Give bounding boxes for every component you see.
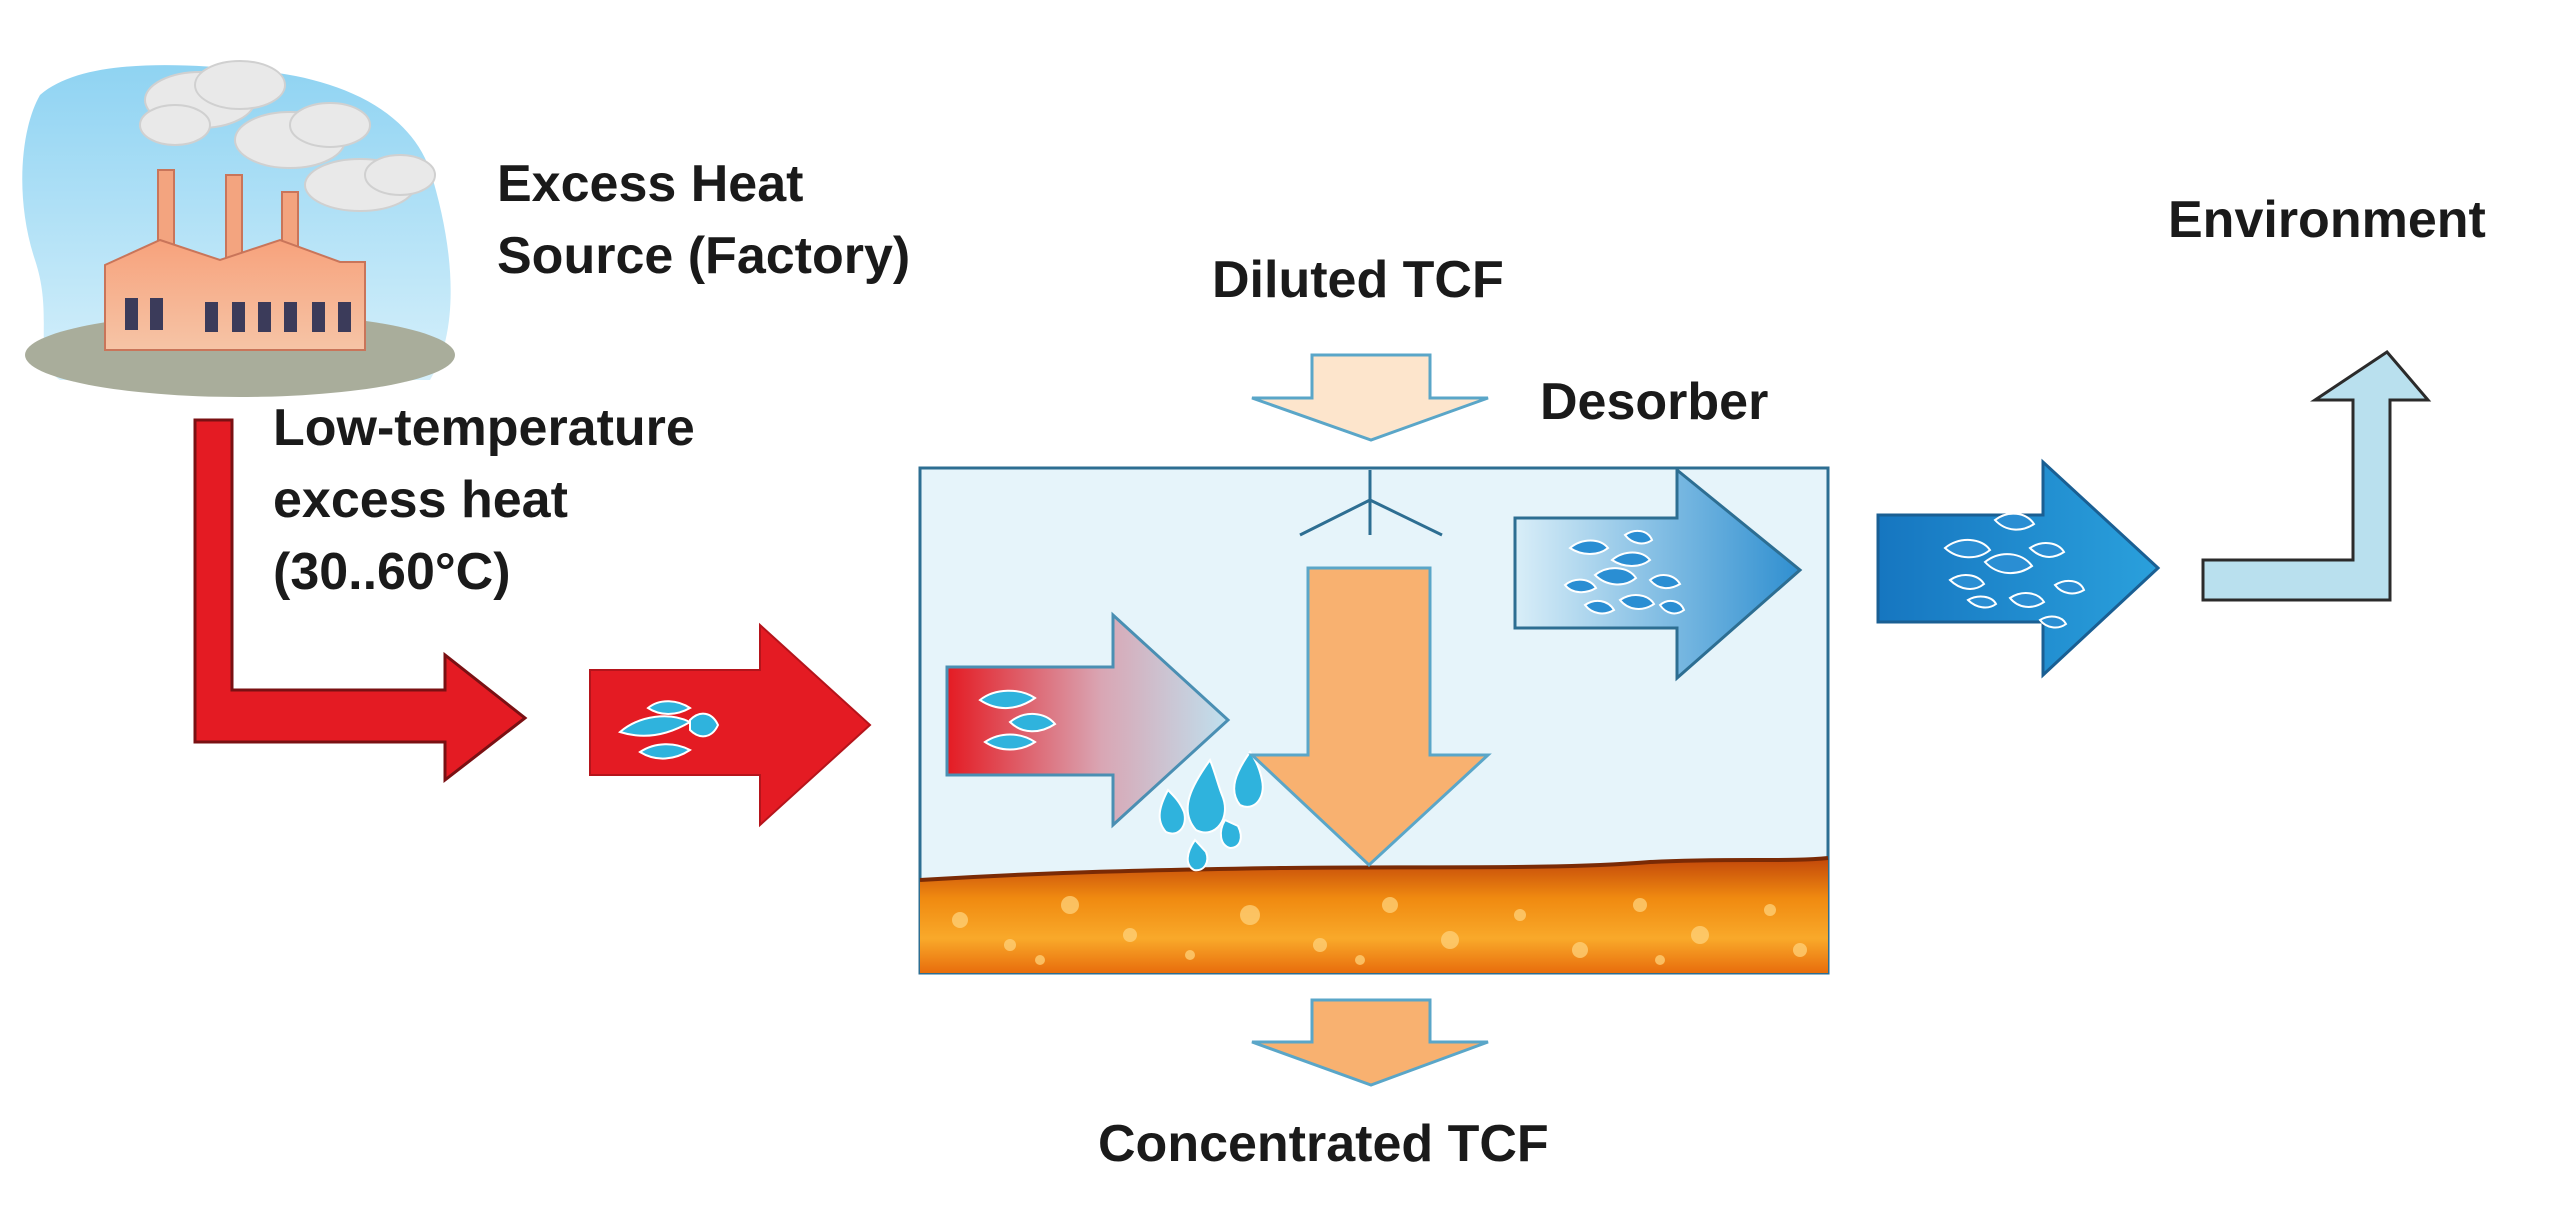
diluted-tcf-label: Diluted TCF [1212,251,1504,309]
heat-flow-arrow [193,418,528,784]
low-temperature-label-line2: excess heat [273,471,568,529]
environment-label: Environment [2168,191,2486,249]
hot-water-arrow [589,622,872,828]
low-temperature-label-line3: (30..60°C) [273,543,511,601]
environment-arrow [2201,350,2432,602]
heat-exchange-arrow [945,611,1231,829]
diluted-tcf-arrow [1251,353,1489,442]
spray-nozzle [1299,470,1443,537]
falling-droplets-icon [1158,750,1264,872]
vapor-arrow-outer [1876,458,2161,679]
tcf-down-arrow [1248,566,1492,868]
vapor-arrow-inner [1513,466,1803,682]
excess-heat-label-line1: Excess Heat [497,155,804,213]
excess-heat-label: Excess Heat Source (Factory) [497,148,910,292]
excess-heat-label-line2: Source (Factory) [497,227,911,285]
low-temperature-label: Low-temperature excess heat (30..60°C) [273,392,695,608]
desorber-label: Desorber [1540,373,1769,431]
factory-illustration [22,60,455,397]
concentrated-tcf-label: Concentrated TCF [1098,1115,1549,1173]
droplets-icon [978,689,1057,751]
low-temperature-label-line1: Low-temperature [273,399,695,457]
concentrated-tcf-arrow [1251,998,1489,1087]
